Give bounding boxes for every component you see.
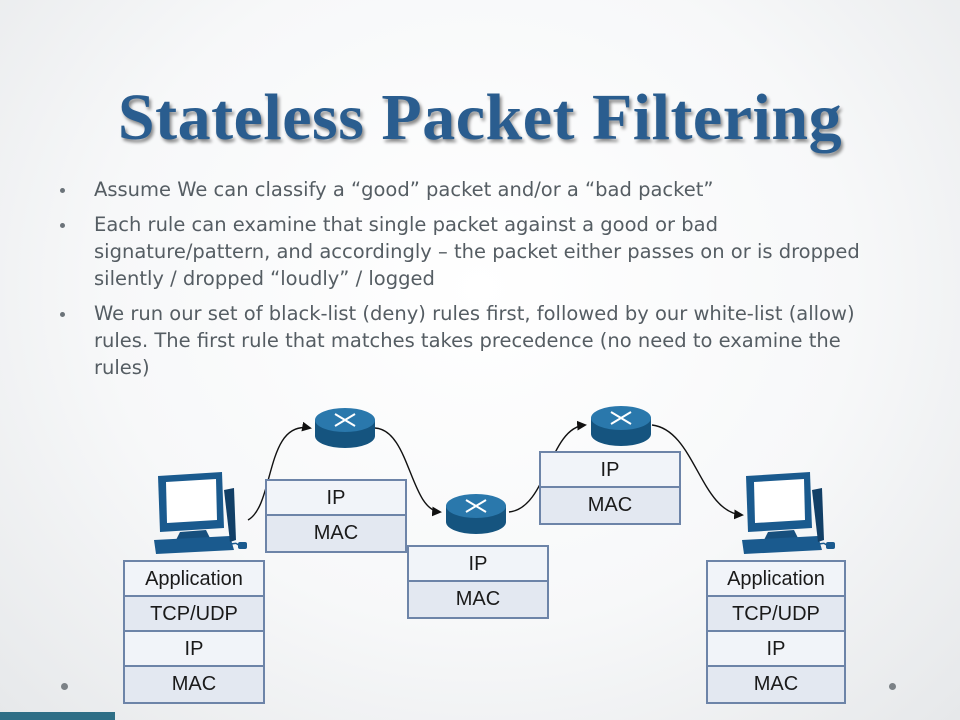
corner-dot-right bbox=[889, 683, 896, 690]
computer-icon bbox=[154, 472, 247, 554]
bullet-dot bbox=[60, 312, 65, 317]
layer-mac: MAC bbox=[267, 516, 405, 551]
router-icon bbox=[315, 408, 375, 448]
bullet-list: Assume We can classify a “good” packet a… bbox=[56, 176, 896, 389]
layer-ip: IP bbox=[267, 481, 405, 516]
router-icon bbox=[591, 406, 651, 446]
computer-icon bbox=[742, 472, 835, 554]
layer-mac: MAC bbox=[125, 667, 263, 702]
bullet-dot bbox=[60, 188, 65, 193]
router-1-protocol-stack: IP MAC bbox=[265, 479, 407, 553]
slide-title: Stateless Packet Filtering bbox=[117, 81, 843, 154]
layer-application: Application bbox=[125, 562, 263, 597]
bullet-text: We run our set of black-list (deny) rule… bbox=[94, 302, 855, 379]
left-host-protocol-stack: Application TCP/UDP IP MAC bbox=[123, 560, 265, 704]
corner-dot-left bbox=[61, 683, 68, 690]
bullet-dot bbox=[60, 223, 65, 228]
layer-transport: TCP/UDP bbox=[708, 597, 844, 632]
layer-ip: IP bbox=[409, 547, 547, 582]
layer-ip: IP bbox=[708, 632, 844, 667]
right-host-protocol-stack: Application TCP/UDP IP MAC bbox=[706, 560, 846, 704]
bullet-item: Assume We can classify a “good” packet a… bbox=[56, 176, 896, 203]
layer-ip: IP bbox=[541, 453, 679, 488]
bullet-text: Each rule can examine that single packet… bbox=[94, 213, 860, 290]
layer-mac: MAC bbox=[541, 488, 679, 523]
bullet-text: Assume We can classify a “good” packet a… bbox=[94, 178, 714, 201]
router-3-protocol-stack: IP MAC bbox=[539, 451, 681, 525]
layer-mac: MAC bbox=[708, 667, 844, 702]
router-icon bbox=[446, 494, 506, 534]
bullet-item: We run our set of black-list (deny) rule… bbox=[56, 300, 896, 381]
router-2-protocol-stack: IP MAC bbox=[407, 545, 549, 619]
layer-ip: IP bbox=[125, 632, 263, 667]
bullet-item: Each rule can examine that single packet… bbox=[56, 211, 896, 292]
footer-accent-bar bbox=[0, 712, 115, 720]
layer-application: Application bbox=[708, 562, 844, 597]
layer-transport: TCP/UDP bbox=[125, 597, 263, 632]
layer-mac: MAC bbox=[409, 582, 547, 617]
